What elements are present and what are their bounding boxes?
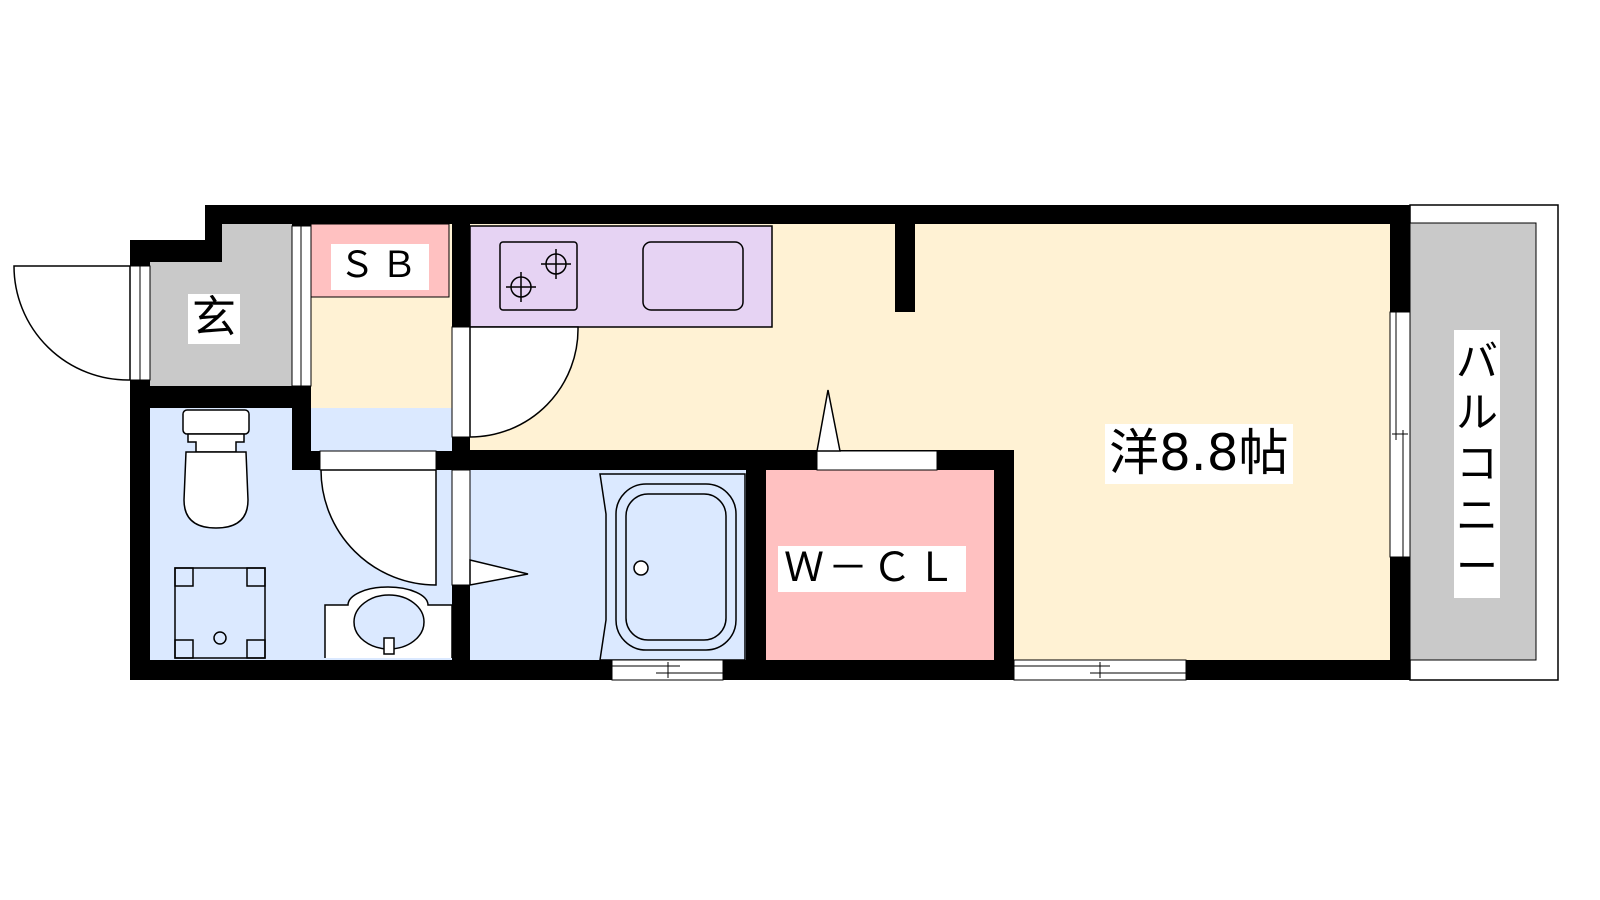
entrance-floor-upper [222,224,292,264]
burner-icon [506,272,536,302]
bathroom-window [611,659,724,681]
washroom-door-opening [319,450,437,471]
toilet-icon [182,409,250,529]
kitchen-sink [642,241,744,311]
burner-icon [541,249,571,279]
balcony-label: バ ル コ ニ ー [1454,330,1500,599]
balcony-label-char: ル [1455,388,1498,438]
entrance-door-swing [13,265,131,381]
washing-machine-pan [174,567,266,659]
balcony-sliding-door [1389,311,1411,558]
washroom-door-swing [320,469,437,586]
shoe-box-label: ＳＢ [331,244,430,290]
balcony-label-char: コ [1455,439,1498,489]
room-door-swing [469,326,579,438]
washbasin-icon [324,586,453,658]
walk-in-closet-label: Ｗ－ＣＬ [778,546,966,592]
wall-segment [292,386,311,470]
closet-folding-door [816,389,841,452]
balcony-label-char: バ [1455,337,1498,386]
stove [499,241,578,311]
closet-door-opening [816,450,938,471]
western-room-floor [470,224,1390,660]
room-door-opening [451,326,471,438]
western-room-label: 洋8.8帖 [1105,424,1293,484]
partition-stub [895,224,915,312]
bathroom-folding-door [469,559,529,586]
room-window [1013,659,1187,681]
balcony-label-char: ー [1455,541,1498,591]
entrance-label: 玄 [188,294,240,344]
balcony-label-char: ニ [1455,490,1498,540]
bathtub-icon [599,473,746,661]
bathroom-door-opening [451,469,471,586]
